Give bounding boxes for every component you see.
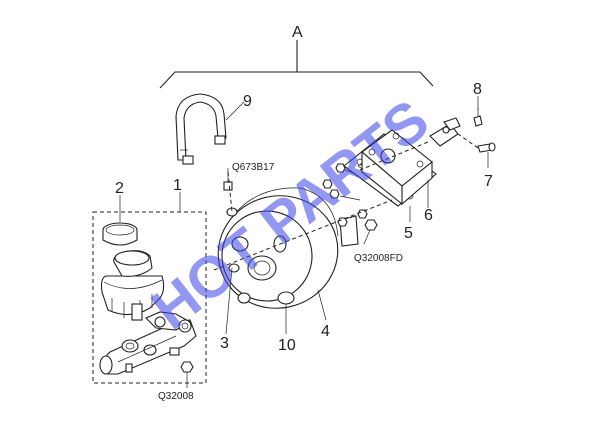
callout-3: 3 — [220, 335, 229, 352]
callout-1: 1 — [173, 177, 182, 194]
code-hose-clip: Q673B17 — [232, 162, 275, 173]
code-booster-nut: Q32008FD — [354, 253, 403, 264]
group-bracket: A — [159, 24, 434, 89]
group-label: A — [292, 24, 303, 41]
assembly-axis — [213, 199, 393, 271]
reservoir-cap — [102, 222, 138, 246]
clevis-pin — [457, 133, 496, 153]
callout-4: 4 — [321, 323, 330, 340]
callout-7: 7 — [484, 173, 493, 190]
callout-5: 5 — [404, 225, 413, 242]
callout-2: 2 — [115, 180, 124, 197]
callout-10: 10 — [278, 337, 296, 354]
callout-8: 8 — [473, 81, 482, 98]
brake-fluid-reservoir — [100, 250, 165, 321]
booster-nuts — [322, 163, 378, 231]
hose-clip — [223, 181, 233, 191]
vacuum-hose — [175, 93, 227, 165]
clevis-clip — [473, 108, 483, 127]
clip-axis — [227, 171, 233, 213]
spacer-block — [361, 129, 433, 206]
callout-9: 9 — [243, 93, 252, 110]
master-cylinder-group-box — [92, 211, 207, 384]
code-cylinder-nut: Q32008 — [158, 391, 194, 402]
master-cylinder — [99, 311, 197, 375]
leader-lines — [119, 96, 489, 335]
callout-6: 6 — [424, 207, 433, 224]
master-cylinder-nut — [180, 361, 194, 388]
